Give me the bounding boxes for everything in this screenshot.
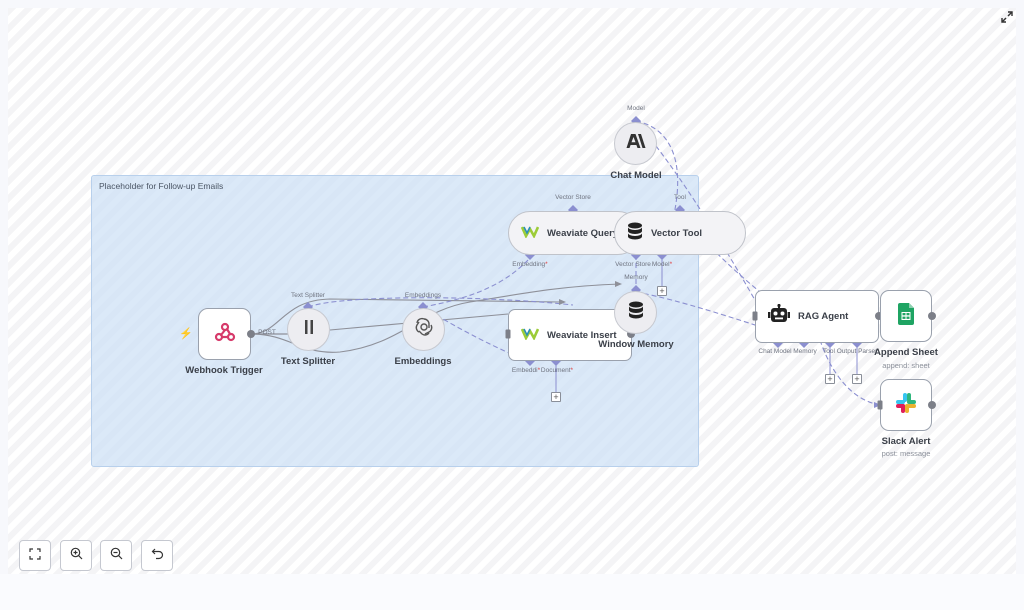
- weaviate-insert-output-handle[interactable]: [627, 330, 635, 338]
- zoom-in-icon: [70, 547, 83, 565]
- slack-alert-label: Slack Alert: [881, 436, 931, 447]
- slack-icon: [895, 392, 917, 419]
- slack-alert-input-handle[interactable]: [877, 400, 883, 410]
- vector-tool-add-button[interactable]: +: [657, 286, 667, 296]
- weaviate-insert-document-port: Document*: [540, 367, 574, 374]
- node-window-memory[interactable]: [614, 291, 657, 334]
- append-sheet-label: Append Sheet: [874, 347, 938, 358]
- split-icon: [302, 319, 316, 340]
- weaviate-insert-add-button[interactable]: +: [551, 392, 561, 402]
- google-sheets-icon: [898, 302, 914, 330]
- vector-tool-label: Vector Tool: [651, 227, 703, 239]
- append-sheet-output-handle[interactable]: [928, 312, 936, 320]
- weaviate-insert-input-handle[interactable]: [505, 329, 511, 339]
- undo-icon: [151, 547, 164, 565]
- fullscreen-icon[interactable]: [1000, 10, 1014, 24]
- window-memory-port-label: Memory: [624, 274, 648, 281]
- node-webhook-trigger[interactable]: [198, 308, 251, 360]
- anthropic-icon: [626, 134, 646, 153]
- webhook-output-handle[interactable]: [247, 330, 255, 338]
- node-chat-model[interactable]: [614, 122, 657, 165]
- bottom-strip: [0, 574, 1024, 610]
- weaviate-query-store-port: Vector Store: [555, 194, 591, 201]
- rag-agent-output-handle[interactable]: [875, 312, 883, 320]
- node-rag-agent[interactable]: RAG Agent: [755, 290, 879, 343]
- rag-agent-label: RAG Agent: [798, 311, 849, 322]
- embeddings-label: Embeddings: [394, 356, 452, 367]
- text-splitter-port-label: Text Splitter: [291, 292, 325, 299]
- weaviate-insert-embedding-port: Embeddi*: [511, 367, 541, 374]
- fit-view-icon: [29, 547, 41, 565]
- rag-agent-input-handle[interactable]: [752, 311, 758, 321]
- rag-agent-parser-add-button[interactable]: +: [852, 374, 862, 384]
- embeddings-port-label: Embeddings: [404, 292, 442, 299]
- weaviate-icon: [520, 326, 540, 345]
- weaviate-query-label: Weaviate Query: [547, 227, 619, 239]
- database-icon: [627, 222, 643, 245]
- openai-icon: [414, 317, 434, 342]
- rag-agent-port-tool: Tool: [823, 348, 835, 355]
- node-text-splitter[interactable]: [287, 308, 330, 351]
- node-vector-tool[interactable]: Vector Tool: [614, 211, 746, 255]
- memory-database-icon: [628, 301, 644, 324]
- reset-zoom-button[interactable]: [141, 540, 173, 571]
- vector-tool-store-port: Vector Store: [615, 261, 651, 268]
- chat-model-port-label: Model: [627, 105, 645, 112]
- vector-tool-tool-port: Tool: [674, 194, 686, 201]
- node-slack-alert[interactable]: [880, 379, 932, 431]
- append-sheet-subtitle: append: sheet: [882, 361, 930, 370]
- webhook-output-label: POST: [258, 329, 276, 336]
- slack-alert-subtitle: post: message: [881, 449, 931, 458]
- vector-tool-model-port: Model*: [651, 261, 673, 268]
- trigger-bolt-icon: ⚡: [179, 328, 193, 340]
- node-embeddings[interactable]: [402, 308, 445, 351]
- fit-view-button[interactable]: [19, 540, 51, 571]
- rag-agent-port-chat-model: Chat Model: [758, 348, 792, 355]
- weaviate-query-icon: [520, 224, 540, 243]
- zoom-out-button[interactable]: [100, 540, 132, 571]
- weaviate-query-embedding-port: Embedding*: [512, 261, 548, 268]
- webhook-trigger-label: Webhook Trigger: [185, 365, 263, 376]
- rag-agent-tool-add-button[interactable]: +: [825, 374, 835, 384]
- text-splitter-label: Text Splitter: [280, 356, 336, 367]
- sticky-note-text: Placeholder for Follow-up Emails: [99, 181, 224, 191]
- rag-agent-port-memory: Memory: [793, 348, 817, 355]
- weaviate-insert-label: Weaviate Insert: [547, 329, 617, 341]
- node-weaviate-insert[interactable]: Weaviate Insert: [508, 309, 632, 361]
- robot-icon: [768, 303, 790, 329]
- chat-model-label: Chat Model: [610, 170, 662, 181]
- zoom-out-icon: [110, 547, 123, 565]
- rag-agent-port-output-parser: Output Parser: [836, 348, 878, 355]
- webhook-icon: [214, 321, 236, 348]
- zoom-in-button[interactable]: [60, 540, 92, 571]
- slack-alert-output-handle[interactable]: [928, 401, 936, 409]
- node-append-sheet[interactable]: [880, 290, 932, 342]
- window-memory-label: Window Memory: [598, 339, 674, 350]
